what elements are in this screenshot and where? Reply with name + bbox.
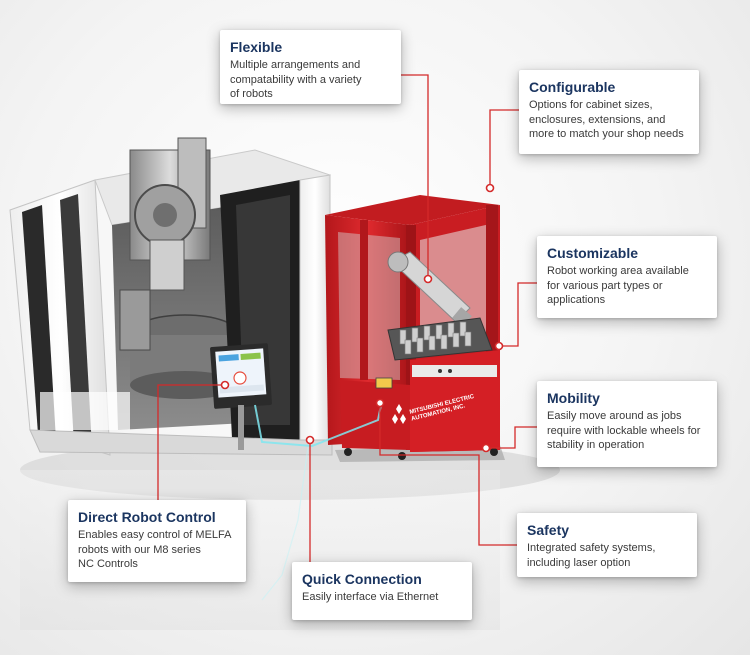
callout-title: Direct Robot Control <box>78 509 216 525</box>
callout-flexible: Flexible Multiple arrangements and compa… <box>220 30 401 104</box>
callout-title: Mobility <box>547 390 600 406</box>
leader-mobility <box>486 426 537 449</box>
wheel <box>490 448 498 456</box>
callout-description: Easily interface via Ethernet <box>302 591 439 603</box>
callout-description: Enables easy control of MELFA robots wit… <box>78 529 232 570</box>
leader-safety <box>379 403 517 546</box>
callout-description: Robot working area available for various… <box>547 265 689 306</box>
leader-direct-robot-control <box>157 384 224 500</box>
callout-customizable: Customizable Robot working area availabl… <box>537 236 717 318</box>
mitsubishi-logo-mark <box>392 404 406 424</box>
machine-right-panel <box>299 174 331 441</box>
machine-side-black-strip <box>22 205 56 440</box>
leader-flexible <box>400 74 429 278</box>
cabinet-lower-front <box>340 380 410 450</box>
callout-safety: Safety Integrated safety systems, includ… <box>517 513 697 577</box>
cabinet-control-strip <box>412 365 497 377</box>
callout-configurable: Configurable Options for cabinet sizes, … <box>519 70 699 154</box>
machine-base <box>29 429 333 456</box>
callout-title: Customizable <box>547 245 639 261</box>
leader-configurable <box>489 109 519 188</box>
callout-title: Quick Connection <box>302 571 422 587</box>
parts-grid <box>399 321 472 355</box>
callout-title: Configurable <box>529 79 616 95</box>
callout-description: Multiple arrangements and compatability … <box>230 59 362 100</box>
laser-scanner <box>375 377 393 389</box>
callout-quick-connection: Quick Connection Easily interface via Et… <box>292 562 472 620</box>
callout-description: Options for cabinet sizes, enclosures, e… <box>529 99 684 140</box>
callout-mobility: Mobility Easily move around as jobs requ… <box>537 381 717 467</box>
callout-title: Flexible <box>230 39 283 55</box>
control-arm <box>238 405 244 450</box>
wheel <box>344 448 352 456</box>
leader-endpoints <box>220 183 504 453</box>
callout-title: Safety <box>527 522 570 538</box>
callout-direct-robot-control: Direct Robot Control Enables easy contro… <box>68 500 246 582</box>
leader-lines <box>157 74 537 562</box>
callout-description: Integrated safety systems, including las… <box>527 542 656 569</box>
wheel <box>398 452 406 460</box>
ethernet-cable <box>254 399 383 448</box>
cabinet-top <box>325 195 500 225</box>
callout-description: Easily move around as jobs require with … <box>547 410 701 451</box>
leader-customizable <box>499 282 537 347</box>
